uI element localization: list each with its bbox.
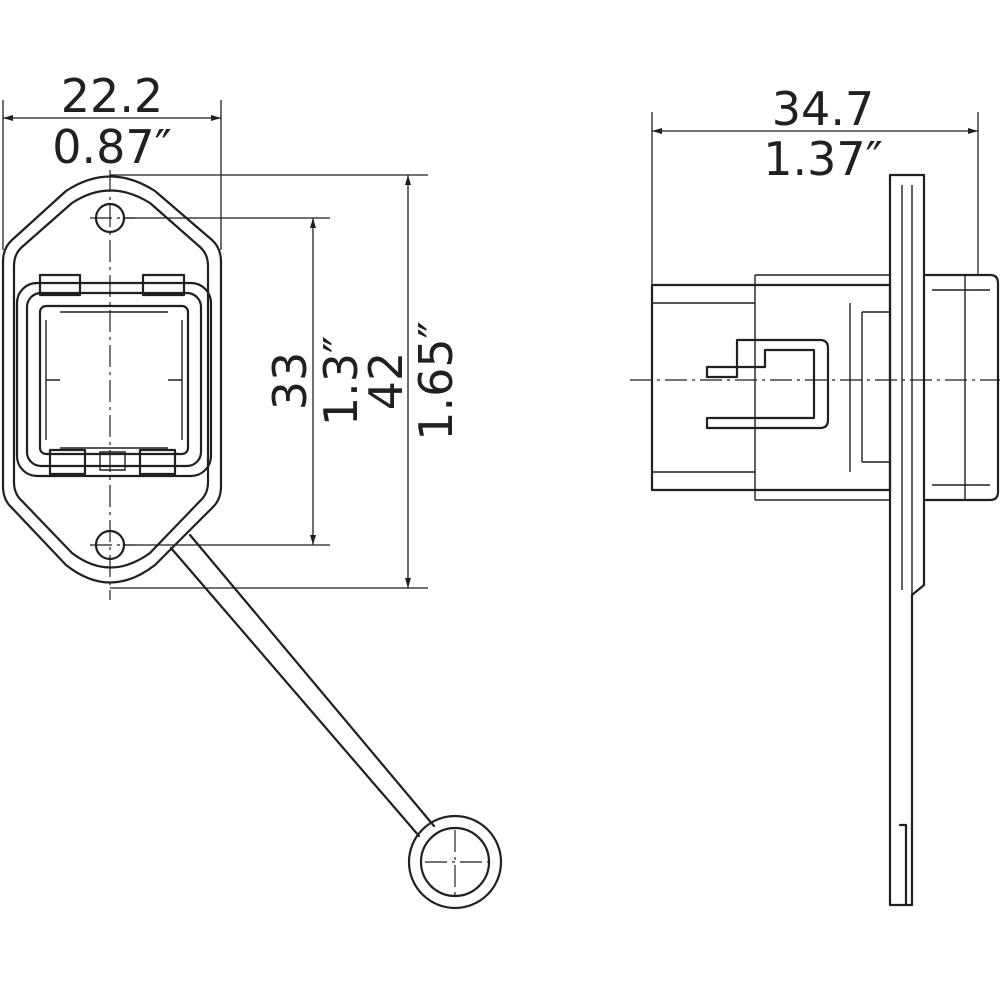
side-front-connector <box>922 273 1000 502</box>
width-in-label: 0.87″ <box>52 120 172 174</box>
side-inner-shoulder <box>849 303 890 472</box>
front-flange-outline <box>1 175 223 584</box>
side-front-connector-detail <box>932 275 990 500</box>
height-mm-label: 42 <box>359 352 413 411</box>
bottom-latch-tab <box>99 451 126 471</box>
side-rear-body-step <box>652 274 891 501</box>
dust-cap-outer <box>407 814 503 910</box>
socket-housing <box>15 281 213 478</box>
top-latch-right <box>141 273 186 297</box>
top-latch-left <box>38 273 82 297</box>
width-mm-label: 22.2 <box>61 69 163 123</box>
socket-opening <box>38 304 190 456</box>
side-panel-plate <box>888 173 926 907</box>
bottom-latch-right <box>138 448 177 476</box>
bottom-latch-left <box>48 448 87 476</box>
side-panel-plate-inner <box>901 185 913 595</box>
front-view: 22.2 0.87″ 33 1.3″ 42 1.65″ <box>1 69 503 910</box>
height-in-label: 1.65″ <box>409 321 463 441</box>
side-latch-clip <box>705 338 830 430</box>
hole-spacing-mm-label: 33 <box>263 352 317 411</box>
side-rear-body <box>650 283 892 492</box>
cap-strap-edge <box>188 533 436 828</box>
cap-strap <box>169 546 421 838</box>
depth-mm-label: 34.7 <box>772 82 874 136</box>
depth-in-label: 1.37″ <box>763 132 883 186</box>
front-flange-inner <box>12 189 210 569</box>
socket-housing-inner <box>25 291 203 468</box>
socket-inner-detail <box>45 311 183 449</box>
side-view: 34.7 1.37″ <box>630 82 1000 907</box>
side-panel-notch <box>898 823 908 907</box>
hole-spacing-in-label: 1.3″ <box>314 336 368 426</box>
